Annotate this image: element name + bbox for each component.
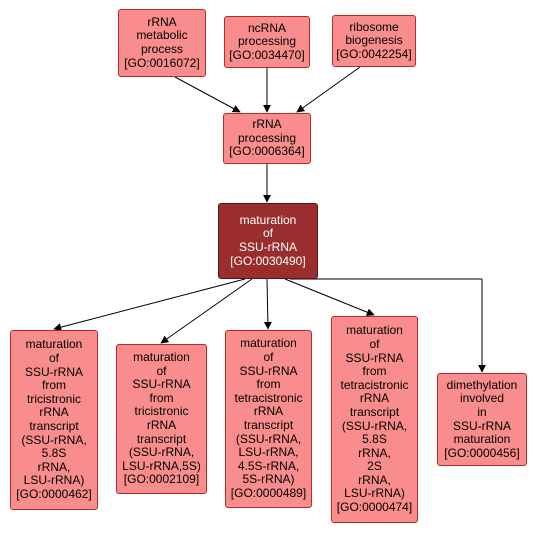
edge-maturation-ssu-to-go0000462 (53, 278, 246, 332)
node-label-line: SSU-rRNA (452, 418, 511, 433)
node-label-line: [GO:0034470] (229, 47, 305, 62)
node-label-line: rRNA, (358, 445, 391, 460)
node-label-line: rRNA (39, 405, 69, 420)
node-label-line: from (42, 378, 66, 393)
node-label-line: maturation (25, 337, 83, 352)
node-label-line: tetracistronic (340, 377, 409, 392)
node-label-line: transcript (349, 404, 400, 419)
node-label-line: [GO:0042254] (336, 46, 412, 61)
node-label-line: 5.8S (41, 446, 67, 461)
node-label-line: [GO:0030490] (230, 253, 306, 268)
node-label-line: rRNA, (358, 472, 391, 487)
node-label-line: of (48, 351, 59, 366)
node-label-line: rRNA (359, 391, 390, 406)
node-label-line: [GO:0000462] (16, 486, 92, 501)
node-label-line: transcript (136, 431, 187, 446)
node-label-line: 5S-rRNA) (242, 472, 295, 487)
node-label-line: biogenesis (345, 33, 403, 48)
node-label-line: maturation (133, 350, 190, 365)
node-label-line: process (140, 42, 184, 56)
node-label-line: rRNA (147, 14, 177, 29)
node-label-line: 4.5S-rRNA, (237, 458, 300, 473)
edge-rrna-metabolic-to-rrna-processing (174, 76, 241, 113)
node-label-line: (SSU-rRNA, (21, 432, 87, 447)
edge-ribosome-biogenesis-to-rrna-processing (296, 66, 361, 113)
node-label-line: [GO:0000489] (230, 485, 307, 500)
node-label-line: dimethylation (446, 377, 518, 392)
node-label-line: from (362, 364, 387, 379)
node-label-line: maturation (239, 212, 297, 227)
node-label-line: of (262, 226, 273, 241)
node-label-line: SSU-rRNA (132, 377, 191, 392)
node-label-line: of (369, 336, 380, 351)
edge-maturation-ssu-to-go0000489 (263, 278, 272, 330)
node-label-line: 5.8S (362, 432, 387, 447)
node-label-line: maturation (346, 323, 403, 338)
node-label-line: transcript (243, 418, 294, 432)
node-label-line: rRNA (146, 418, 177, 432)
node-label-line: (SSU-rRNA, (128, 445, 195, 460)
node-label-line: [GO:0000474] (336, 500, 413, 515)
node-label-line: processing (237, 34, 297, 49)
node-label-line: rRNA, (37, 459, 71, 474)
node-label-line: [GO:0000456] (444, 445, 520, 460)
node-label-line: tricistronic (134, 404, 189, 419)
node-label-line: LSU-rRNA) (344, 486, 405, 501)
edge-maturation-ssu-to-go0002109 (160, 278, 253, 344)
node-label-line: transcript (29, 419, 79, 433)
node-label-line: of (156, 363, 167, 378)
node-label-line: [GO:0002109] (123, 472, 200, 487)
node-label-line: SSU-rRNA (345, 350, 404, 365)
node-label-line: maturation (453, 432, 511, 447)
node-label-line: (SSU-rRNA, (235, 431, 302, 446)
node-label-line: tetracistronic (234, 390, 303, 405)
node-label-line: involved (459, 391, 505, 406)
node-label-line: ribosome (349, 19, 399, 34)
edge-maturation-ssu-to-go0000474 (284, 278, 375, 317)
node-label-line: from (149, 390, 174, 405)
node-label-line: (SSU-rRNA, (341, 418, 408, 433)
node-label-line: 2S (367, 459, 382, 474)
node-label-line: SSU-rRNA (238, 240, 297, 254)
node-label-line: LSU-rRNA,5S) (122, 458, 201, 473)
node-label-line: LSU-rRNA) (23, 473, 85, 488)
node-label-line: rRNA (253, 404, 284, 419)
node-label-line: from (256, 377, 281, 392)
node-label-line: in (477, 404, 487, 419)
node-label-line: of (263, 350, 274, 365)
node-label-line: SSU-rRNA (24, 364, 83, 379)
node-label-line: rRNA (252, 117, 282, 132)
node-label-line: ncRNA (247, 20, 286, 35)
node-label-line: LSU-rRNA, (238, 445, 299, 460)
node-label-line: maturation (240, 336, 297, 351)
node-label-line: [GO:0016072] (124, 55, 200, 70)
node-label-line: [GO:0006364] (229, 144, 305, 159)
node-label-line: processing (237, 130, 297, 145)
node-label-line: SSU-rRNA (239, 363, 298, 378)
node-label-line: metabolic (136, 28, 188, 43)
node-label-line: tricistronic (26, 391, 81, 406)
